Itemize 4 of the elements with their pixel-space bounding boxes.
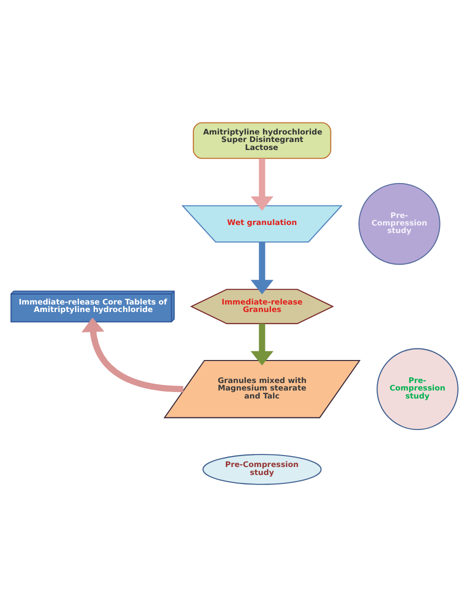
- arrow: [250, 158, 274, 211]
- arrow: [250, 242, 274, 294]
- arrow: [82, 317, 184, 392]
- arrow: [250, 324, 274, 366]
